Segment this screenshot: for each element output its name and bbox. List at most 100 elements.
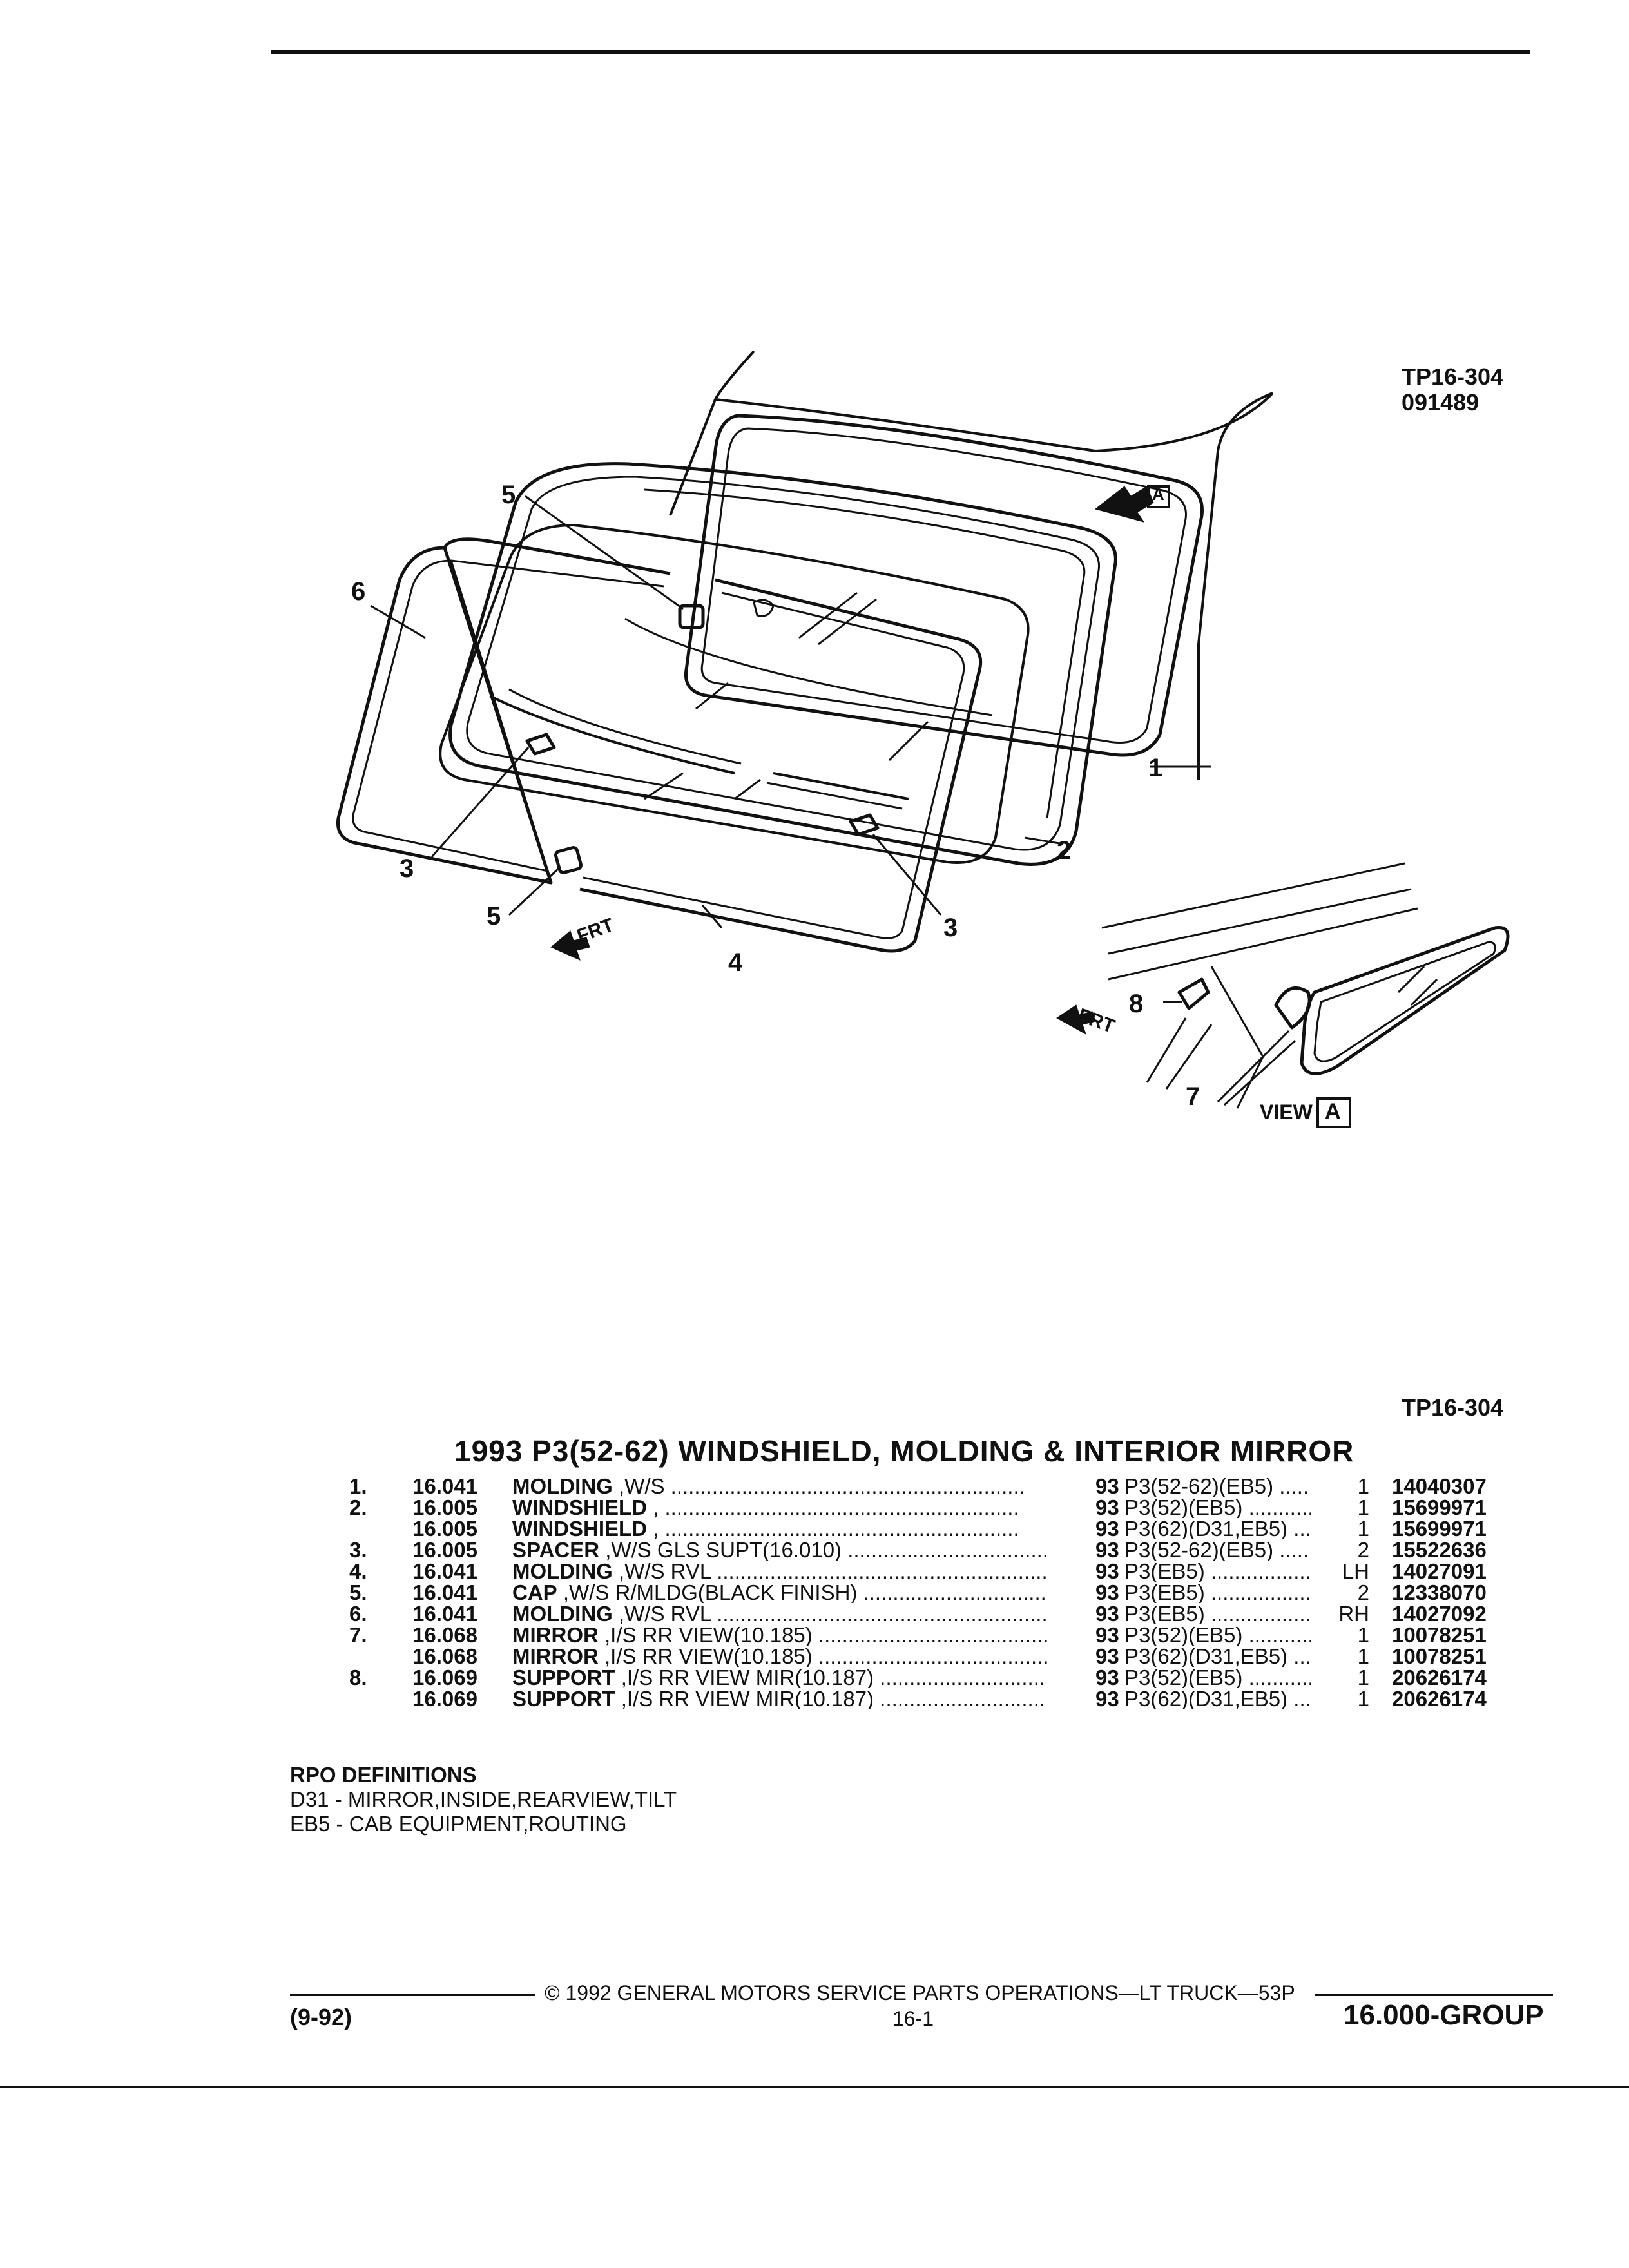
rpo-heading: RPO DEFINITIONS bbox=[290, 1763, 477, 1787]
model-year: 93 bbox=[1095, 1602, 1119, 1626]
callout-4: 4 bbox=[728, 948, 743, 977]
leader-dots: ........................................… bbox=[880, 1667, 1047, 1688]
application: P3(EB5) .................... bbox=[1124, 1582, 1311, 1603]
application: P3(EB5) .................... bbox=[1124, 1603, 1311, 1624]
leader-dots: ........................................… bbox=[711, 1561, 1047, 1582]
description: MOLDING ,W/S ...........................… bbox=[512, 1475, 1047, 1497]
group-number: 16.069 bbox=[412, 1687, 477, 1711]
item-number: 6. bbox=[349, 1602, 367, 1626]
part-detail: ,I/S RR VIEW(10.185) bbox=[604, 1624, 813, 1646]
leader-dots: .................... bbox=[1248, 1497, 1311, 1518]
leader-dots: .................... bbox=[1293, 1646, 1311, 1667]
group-number: 16.005 bbox=[412, 1538, 477, 1562]
part-number: 10078251 bbox=[1392, 1623, 1487, 1647]
part-number: 15699971 bbox=[1392, 1517, 1487, 1541]
callout-3-left: 3 bbox=[400, 854, 414, 883]
part-name: MOLDING bbox=[512, 1561, 613, 1582]
leader-dots: .................... bbox=[1210, 1561, 1311, 1582]
description: SUPPORT ,I/S RR VIEW MIR(10.187) .......… bbox=[512, 1688, 1047, 1709]
callout-7: 7 bbox=[1186, 1082, 1200, 1111]
quantity: 1 bbox=[1357, 1644, 1369, 1668]
application: P3(62)(D31,EB5) .................... bbox=[1124, 1646, 1311, 1667]
model-year: 93 bbox=[1095, 1666, 1119, 1689]
group-number: 16.041 bbox=[412, 1559, 477, 1583]
application-code: P3(EB5) bbox=[1124, 1582, 1205, 1603]
footer-rule-left bbox=[290, 1994, 535, 1996]
model-year: 93 bbox=[1095, 1644, 1119, 1668]
part-number: 10078251 bbox=[1392, 1644, 1487, 1668]
description: MOLDING ,W/S RVL .......................… bbox=[512, 1561, 1047, 1582]
part-number: 15522636 bbox=[1392, 1538, 1487, 1562]
part-detail: ,W/S GLS SUPT(16.010) bbox=[605, 1539, 842, 1561]
page-number: 16-1 bbox=[892, 2007, 934, 2030]
part-number: 15699971 bbox=[1392, 1495, 1487, 1519]
rpo-line: EB5 - CAB EQUIPMENT,ROUTING bbox=[290, 1812, 627, 1836]
callout-6: 6 bbox=[351, 577, 366, 606]
view-box-letter: A bbox=[1325, 1099, 1341, 1124]
group-number: 16.005 bbox=[412, 1517, 477, 1541]
illustration-ref: TP16-304 091489 bbox=[1402, 364, 1503, 416]
top-rule bbox=[271, 50, 1530, 54]
model-year: 93 bbox=[1095, 1517, 1119, 1541]
application-code: P3(62)(D31,EB5) bbox=[1124, 1518, 1288, 1539]
model-year: 93 bbox=[1095, 1581, 1119, 1604]
part-detail: ,W/S RVL bbox=[619, 1561, 711, 1582]
footer-rule-right bbox=[1315, 1994, 1553, 1996]
quantity: 1 bbox=[1357, 1517, 1369, 1541]
view-label: VIEW bbox=[1260, 1100, 1313, 1124]
group-label: 16.000-GROUP bbox=[1344, 1999, 1544, 2031]
group-number: 16.069 bbox=[412, 1666, 477, 1689]
part-detail: ,W/S RVL bbox=[619, 1603, 711, 1624]
quantity: RH bbox=[1338, 1602, 1369, 1626]
application-code: P3(EB5) bbox=[1124, 1603, 1205, 1624]
description: MIRROR ,I/S RR VIEW(10.185) ............… bbox=[512, 1624, 1047, 1646]
leader-dots: .................... bbox=[1210, 1603, 1311, 1624]
part-detail: ,I/S RR VIEW MIR(10.187) bbox=[621, 1688, 874, 1709]
application-code: P3(EB5) bbox=[1124, 1561, 1205, 1582]
callout-1: 1 bbox=[1148, 754, 1163, 782]
model-year: 93 bbox=[1095, 1687, 1119, 1711]
item-number: 8. bbox=[349, 1666, 367, 1689]
bottom-rule bbox=[0, 2086, 1629, 2088]
leader-dots: .................... bbox=[1279, 1475, 1311, 1497]
group-number: 16.068 bbox=[412, 1623, 477, 1647]
part-name: SPACER bbox=[512, 1539, 600, 1561]
part-number: 14027091 bbox=[1392, 1559, 1487, 1583]
item-number: 5. bbox=[349, 1581, 367, 1604]
rpo-definitions: RPO DEFINITIONS D31 - MIRROR,INSIDE,REAR… bbox=[290, 1763, 677, 1836]
part-name: WINDSHIELD bbox=[512, 1518, 647, 1539]
group-number: 16.068 bbox=[412, 1644, 477, 1668]
model-year: 93 bbox=[1095, 1538, 1119, 1562]
copyright: © 1992 GENERAL MOTORS SERVICE PARTS OPER… bbox=[545, 1981, 1295, 2004]
application: P3(62)(D31,EB5) .................... bbox=[1124, 1518, 1311, 1539]
item-number: 7. bbox=[349, 1623, 367, 1647]
leader-dots: ........................................… bbox=[847, 1539, 1047, 1561]
part-detail: ,W/S R/MLDG(BLACK FINISH) bbox=[563, 1582, 858, 1603]
part-detail: ,I/S RR VIEW MIR(10.187) bbox=[621, 1667, 874, 1688]
group-number: 16.041 bbox=[412, 1581, 477, 1604]
part-detail: ,I/S RR VIEW(10.185) bbox=[604, 1646, 813, 1667]
page-title: 1993 P3(52-62) WINDSHIELD, MOLDING & INT… bbox=[454, 1434, 1354, 1468]
part-name: MOLDING bbox=[512, 1475, 613, 1497]
part-detail: , bbox=[653, 1518, 659, 1539]
callout-3-right: 3 bbox=[943, 914, 958, 942]
part-name: WINDSHIELD bbox=[512, 1497, 647, 1518]
leader-dots: .................... bbox=[1248, 1624, 1311, 1646]
quantity: 1 bbox=[1357, 1687, 1369, 1711]
part-name: SUPPORT bbox=[512, 1688, 615, 1709]
leader-dots: ........................................… bbox=[711, 1603, 1047, 1624]
application-code: P3(52)(EB5) bbox=[1124, 1624, 1243, 1646]
leader-dots: ........................................… bbox=[863, 1582, 1047, 1603]
view-marker-letter: A bbox=[1152, 485, 1164, 504]
application: P3(52)(EB5) .................... bbox=[1124, 1497, 1311, 1518]
group-number: 16.005 bbox=[412, 1495, 477, 1519]
application: P3(62)(D31,EB5) .................... bbox=[1124, 1688, 1311, 1709]
part-name: MOLDING bbox=[512, 1603, 613, 1624]
leader-dots: .................... bbox=[1248, 1667, 1311, 1688]
